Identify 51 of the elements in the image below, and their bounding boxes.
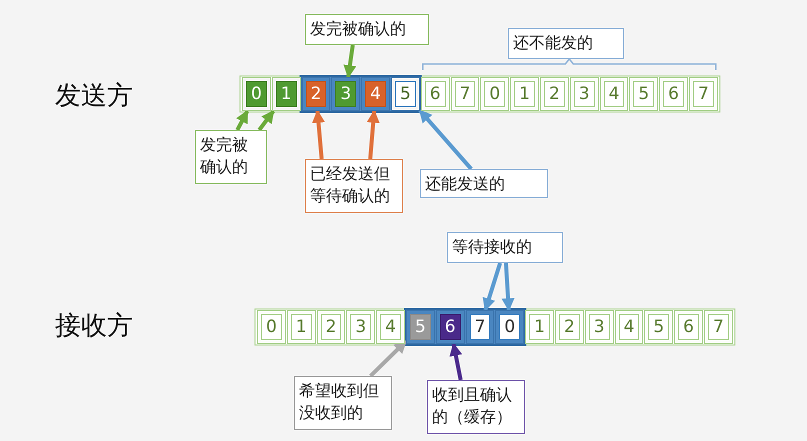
sequence-cell: 2 [316,310,346,344]
sequence-cell: 0 [242,77,271,111]
sequence-cell: 5 [629,77,658,111]
sequence-cell: 6 [436,310,465,344]
sequence-cell: 5 [406,310,435,344]
sequence-cell: 7 [689,77,718,111]
sequence-cell: 1 [272,77,301,111]
sequence-cell: 2 [555,310,584,344]
arrow [236,110,250,131]
sequence-cell: 7 [466,310,494,344]
arrow [449,342,463,380]
arrow [482,262,502,312]
sequence-cell: 1 [525,310,554,344]
callout-box: 收到且确认的（缓存） [427,380,525,434]
sequence-cell: 1 [510,77,539,111]
sequence-cell: 4 [361,77,390,111]
callout-box: 已经发送但等待确认的 [305,159,403,213]
sequence-cell: 2 [302,77,330,111]
arrow [343,44,356,78]
sequence-cell: 7 [450,77,480,111]
callout-box: 希望收到但没收到的 [294,376,392,430]
sequence-cell: 7 [704,310,733,344]
sequence-cell: 6 [659,77,688,111]
sequence-cell: 2 [540,77,569,111]
sequence-cell: 3 [346,310,376,344]
sequence-cell: 1 [286,310,316,344]
arrow [418,109,473,170]
sequence-cell: 0 [480,77,510,111]
callout-box: 等待接收的 [447,232,563,263]
sequence-cell: 3 [331,77,360,111]
arrow [312,110,325,160]
sequence-cell: 4 [600,77,628,111]
side-label: 发送方 [55,80,133,113]
side-label: 接收方 [55,310,133,343]
callout-box: 发完被确认的 [195,130,267,184]
sequence-cell: 4 [614,310,644,344]
sequence-cell: 4 [376,310,405,344]
sequence-cell: 0 [257,310,286,344]
callout-box: 还能发送的 [420,169,548,198]
arrow [366,110,380,160]
sequence-cell: 0 [495,310,524,344]
callout-box: 还不能发的 [508,28,624,59]
callout-box: 发完被确认的 [305,14,429,45]
arrow [502,262,515,312]
arrow [258,110,276,132]
sequence-cell: 5 [391,77,420,111]
sequence-cell: 6 [674,310,703,344]
sequence-cell: 3 [584,310,614,344]
sequence-cell: 5 [644,310,674,344]
sequence-cell: 6 [420,77,450,111]
sequence-cell: 3 [570,77,599,111]
